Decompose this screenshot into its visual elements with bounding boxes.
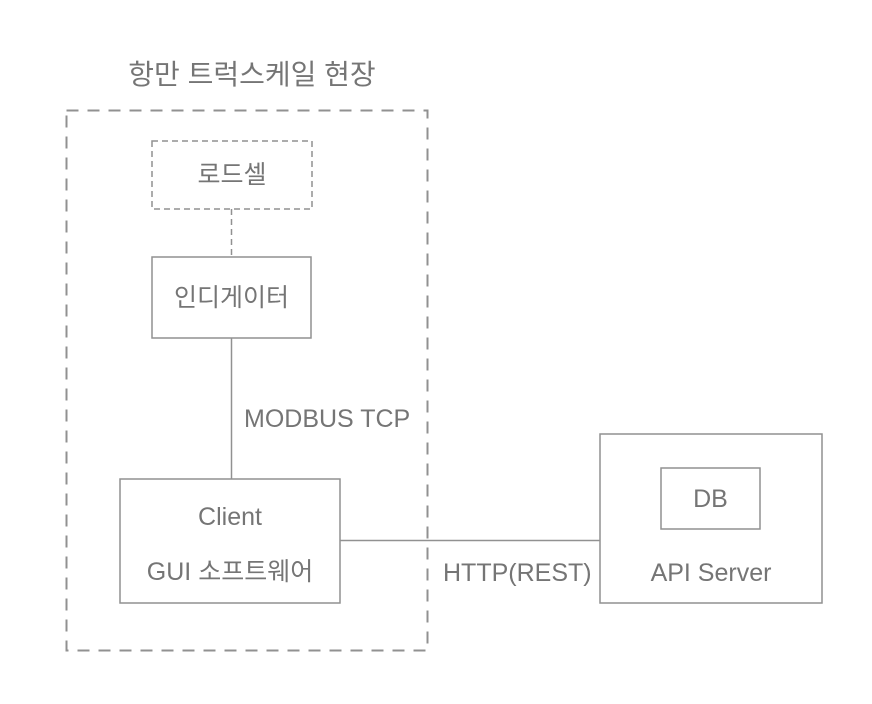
- db-box: [660, 467, 761, 530]
- diagram-title: 항만 트럭스케일 현장: [128, 59, 376, 90]
- client-label-line2: GUI 소프트웨어: [146, 558, 314, 586]
- loadcell-label: 로드셀: [197, 161, 267, 189]
- http-rest-edge-label: HTTP(REST): [443, 559, 592, 587]
- modbus-tcp-edge-label: MODBUS TCP: [244, 405, 411, 433]
- db-label: DB: [693, 484, 728, 513]
- api-server-label: API Server: [650, 559, 772, 587]
- api-server-box: [599, 433, 823, 604]
- loadcell-box: [151, 140, 313, 210]
- client-label-line1: Client: [198, 503, 262, 531]
- indicator-label: 인디게이터: [173, 283, 289, 312]
- site-boundary-box: [65, 109, 429, 652]
